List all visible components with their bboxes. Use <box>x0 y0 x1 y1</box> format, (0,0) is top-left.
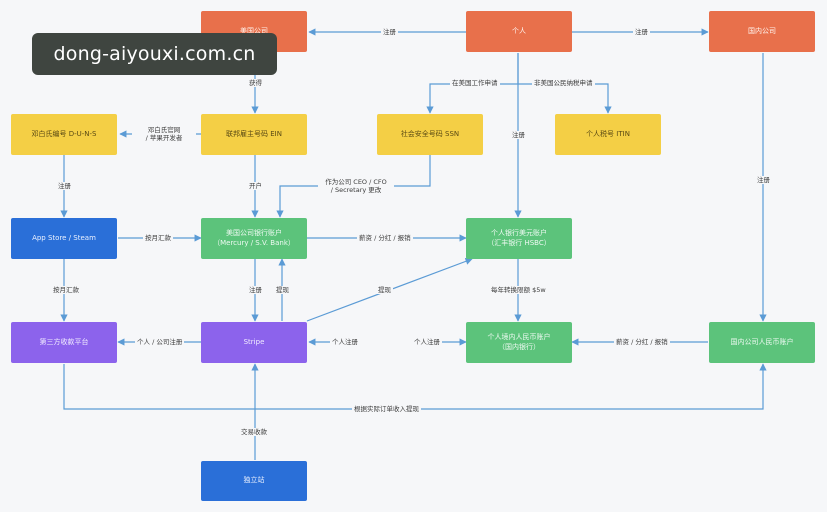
label-personal-register2: 个人注册 <box>412 338 442 347</box>
label-salary-dividend2: 薪资 / 分红 / 报销 <box>614 338 670 347</box>
node-individual: 个人 <box>466 11 572 52</box>
node-ein: 联邦雇主号码 EIN <box>201 114 307 155</box>
label-register-personal: 注册 <box>510 131 527 140</box>
label-personal-register: 个人注册 <box>330 338 360 347</box>
label-non-us-tax: 非美国公民纳税申请 <box>532 79 595 88</box>
node-third-party: 第三方收款平台 <box>11 322 117 363</box>
label-register-duns: 注册 <box>56 182 73 191</box>
label-officer-change: 作为公司 CEO / CFO / Secretary 更改 <box>318 178 394 195</box>
label-by-order: 根据实际订单收入提现 <box>352 405 421 414</box>
node-us-bank: 美国公司银行账户 （Mercury / S.V. Bank） <box>201 218 307 259</box>
label-monthly-remit2: 按月汇款 <box>51 286 81 295</box>
node-domestic-company: 国内公司 <box>709 11 815 52</box>
label-withdraw2: 提现 <box>274 286 291 295</box>
label-monthly-remit: 按月汇款 <box>143 234 173 243</box>
edge-thirdparty-domesticcny <box>63 363 767 410</box>
node-ssn: 社会安全号码 SSN <box>377 114 483 155</box>
node-personal-cny: 个人境内人民币账户 （国内银行） <box>466 322 572 363</box>
label-annual-limit: 每年转换限额 $5w <box>489 286 548 295</box>
node-duns: 邓白氏编号 D-U-N-S <box>11 114 117 155</box>
label-register-left: 注册 <box>381 28 398 37</box>
node-personal-us-bank: 个人银行美元账户 （汇丰银行 HSBC） <box>466 218 572 259</box>
node-domestic-cny: 国内公司人民币账户 <box>709 322 815 363</box>
edge-individual-itin <box>518 83 612 114</box>
label-withdraw: 提现 <box>376 286 393 295</box>
label-open-account: 开户 <box>247 182 264 191</box>
watermark-banner: dong-aiyouxi.com.cn <box>32 33 277 75</box>
node-app-store: App Store / Steam <box>11 218 117 259</box>
label-duns-apply: 邓白氏官网 / 苹果开发者 <box>132 126 196 143</box>
label-obtain: 获得 <box>247 79 264 88</box>
node-indie-site: 独立站 <box>201 461 307 501</box>
label-work-in-us: 在美国工作申请 <box>450 79 500 88</box>
label-register-stripe: 注册 <box>247 286 264 295</box>
label-register-domestic: 注册 <box>755 176 772 185</box>
node-stripe: Stripe <box>201 322 307 363</box>
label-register-right: 注册 <box>633 28 650 37</box>
node-itin: 个人税号 ITIN <box>555 114 661 155</box>
label-transaction: 交易收款 <box>239 428 269 437</box>
label-salary-dividend: 薪资 / 分红 / 报销 <box>357 234 413 243</box>
label-personal-company-register: 个人 / 公司注册 <box>135 338 185 347</box>
